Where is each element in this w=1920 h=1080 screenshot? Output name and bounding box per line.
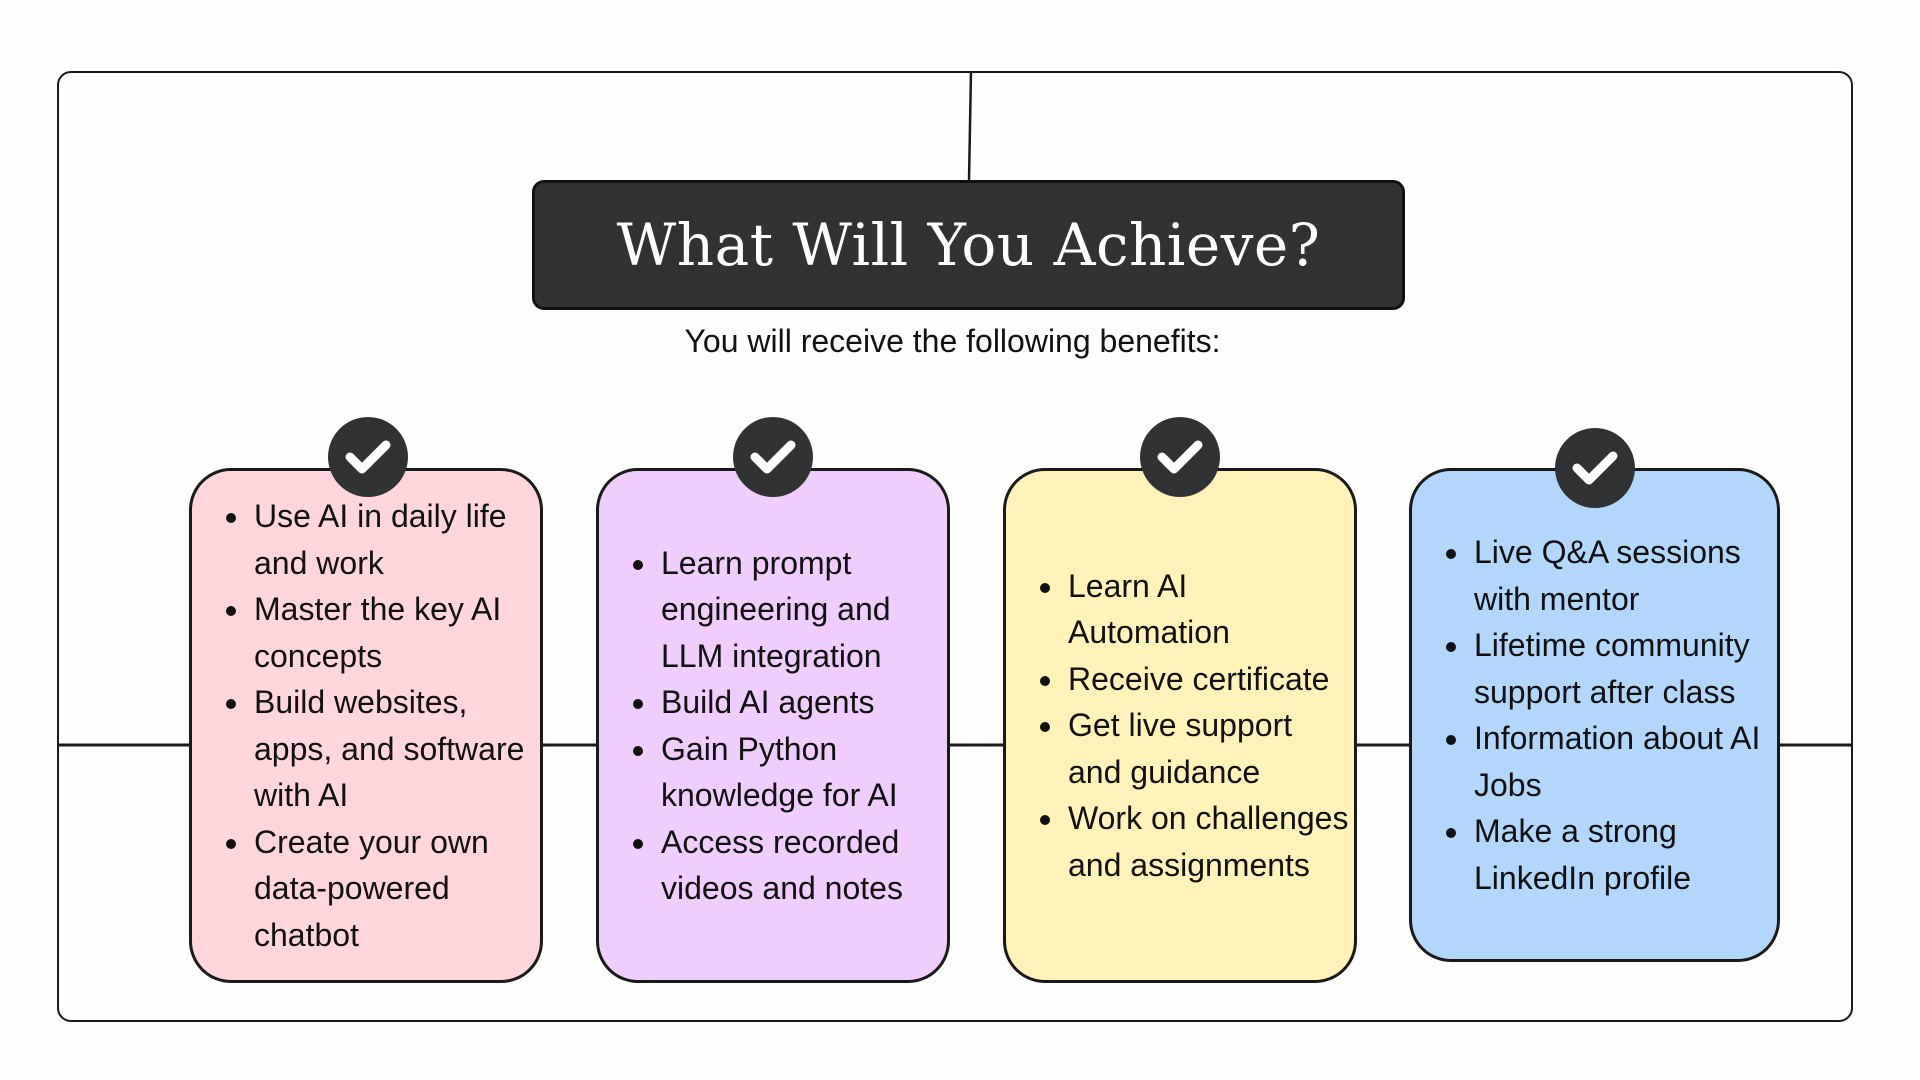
list-item: Build websites, apps, and software with … xyxy=(252,679,540,819)
list-item: Work on challenges and assignments xyxy=(1066,795,1354,888)
check-icon xyxy=(733,417,813,497)
benefit-card-1: Use AI in daily life and work Master the… xyxy=(189,468,543,983)
check-icon xyxy=(328,417,408,497)
list-item: Make a strong LinkedIn profile xyxy=(1472,808,1777,901)
outer-frame xyxy=(57,71,1853,1022)
check-icon xyxy=(1555,428,1635,508)
list-item: Access recorded videos and notes xyxy=(659,819,947,912)
title-banner: What Will You Achieve? xyxy=(532,180,1405,310)
title-connector-line xyxy=(967,70,973,182)
list-item: Information about AI Jobs xyxy=(1472,715,1777,808)
list-item: Master the key AI concepts xyxy=(252,586,540,679)
benefit-card-2: Learn prompt engineering and LLM integra… xyxy=(596,468,950,983)
list-item: Create your own data-powered chatbot xyxy=(252,819,540,959)
list-item: Learn AI Automation xyxy=(1066,563,1354,656)
benefit-list: Use AI in daily life and work Master the… xyxy=(192,493,540,958)
list-item: Use AI in daily life and work xyxy=(252,493,540,586)
list-item: Learn prompt engineering and LLM integra… xyxy=(659,540,947,680)
list-item: Build AI agents xyxy=(659,679,947,726)
benefit-card-3: Learn AI Automation Receive certificate … xyxy=(1003,468,1357,983)
list-item: Lifetime community support after class xyxy=(1472,622,1777,715)
list-item: Receive certificate xyxy=(1066,656,1354,703)
benefit-list: Live Q&A sessions with mentor Lifetime c… xyxy=(1412,529,1777,901)
list-item: Gain Python knowledge for AI xyxy=(659,726,947,819)
list-item: Live Q&A sessions with mentor xyxy=(1472,529,1777,622)
benefit-card-4: Live Q&A sessions with mentor Lifetime c… xyxy=(1409,468,1780,962)
page-title: What Will You Achieve? xyxy=(616,211,1321,279)
benefit-list: Learn AI Automation Receive certificate … xyxy=(1006,563,1354,889)
list-item: Get live support and guidance xyxy=(1066,702,1354,795)
subtitle: You will receive the following benefits: xyxy=(684,323,1221,359)
benefit-list: Learn prompt engineering and LLM integra… xyxy=(599,540,947,912)
check-icon xyxy=(1140,417,1220,497)
